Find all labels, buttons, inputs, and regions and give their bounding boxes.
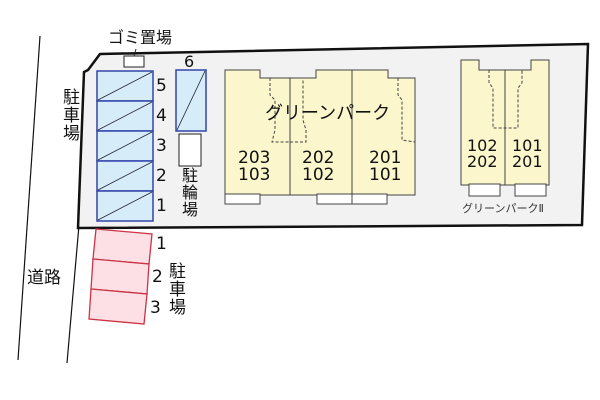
parking-number: 2 [152,267,163,287]
building-name: グリーンパーク [265,103,391,124]
building-name: グリーンパークⅡ [462,202,544,215]
unit-number: 203 [238,148,271,168]
parking-number: 3 [150,298,161,318]
bicycle-label: 駐輪場 [179,167,198,218]
parking-number: 2 [156,166,167,186]
parking-number: 4 [156,106,167,126]
bicycle-area [178,133,202,167]
unit-number: 202 [467,152,498,171]
unit-number: 102 [302,165,335,185]
parking-red [88,228,153,325]
unit-number: 101 [369,165,402,185]
parking-number: 5 [156,76,167,96]
unit-number: 201 [512,152,543,171]
building-green-park-2 [460,59,550,186]
road-edge-right [66,224,80,364]
building-green-park [224,69,416,196]
unit-number: 202 [302,148,335,168]
parking-6-number: 6 [184,52,195,71]
garbage-area [123,55,145,68]
unit-number: 201 [369,148,402,168]
parking-number: 1 [156,234,167,254]
garbage-label: ゴミ置場 [108,28,173,47]
unit-number: 103 [238,165,271,185]
road-label: 道路 [27,268,61,288]
road-edge-left [17,35,41,361]
unit-number: 102 [467,136,498,155]
parking-number: 1 [156,196,167,216]
unit-number: 101 [512,136,543,155]
parking-red-label: 駐車場 [165,262,185,316]
parking-left-label: 駐車場 [59,88,79,142]
parking-number: 3 [156,136,167,156]
